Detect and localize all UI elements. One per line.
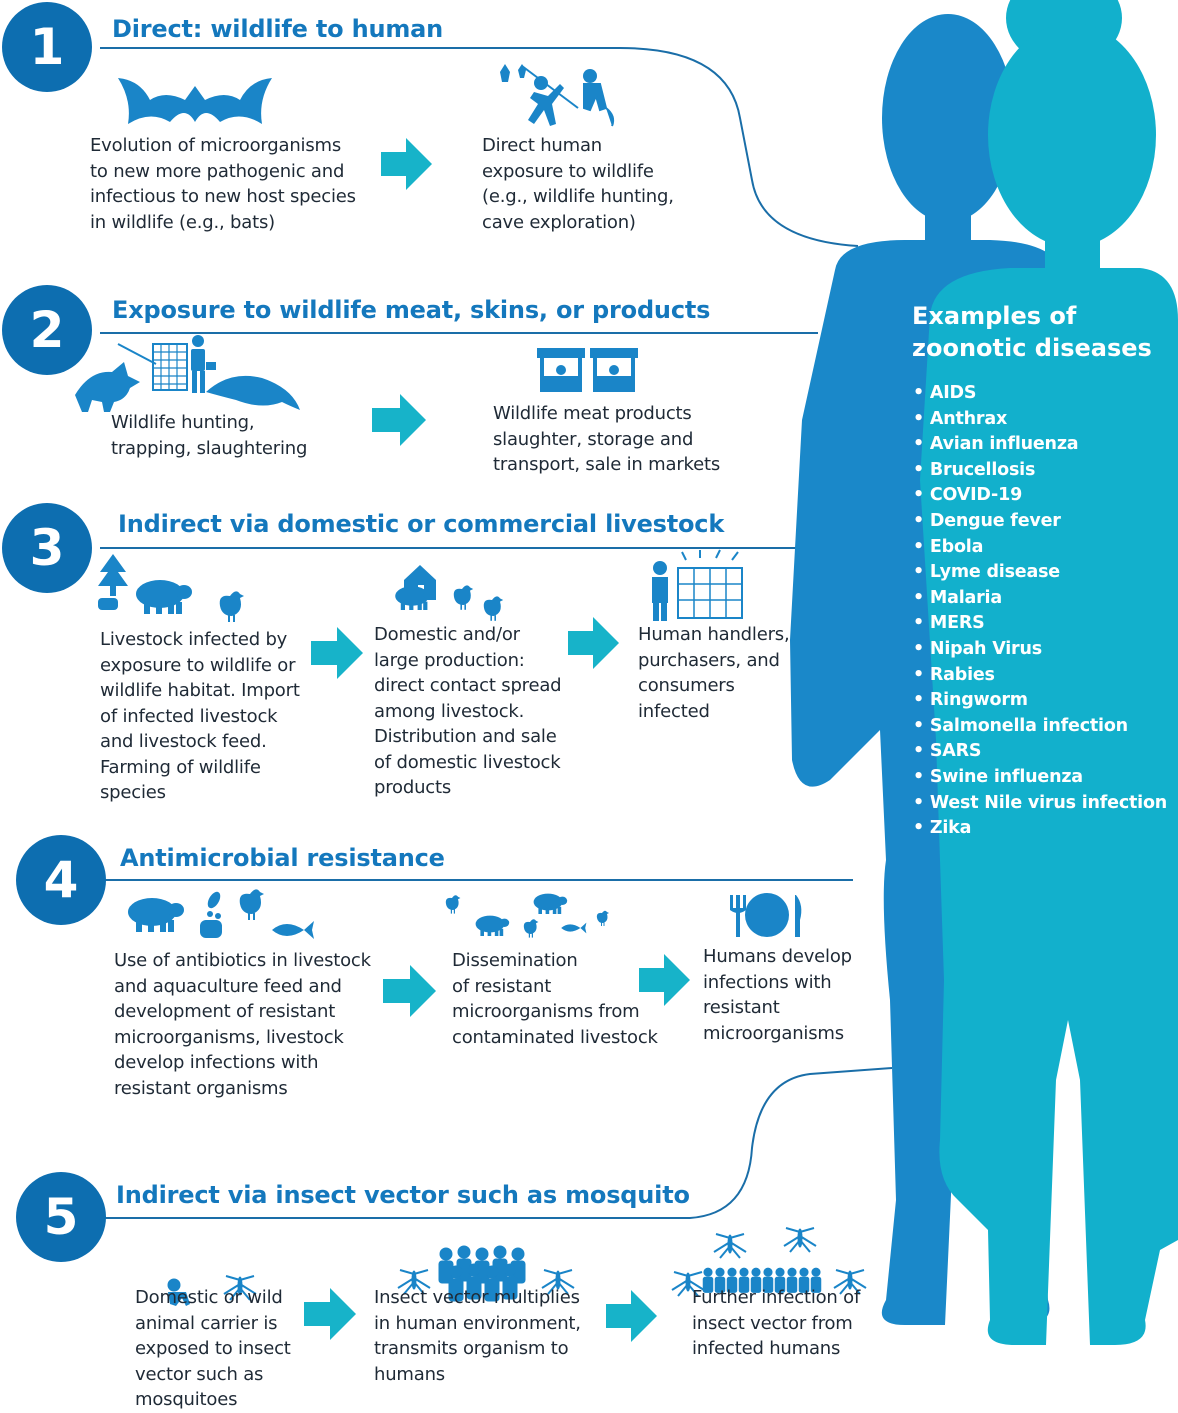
bat-icon [118, 78, 272, 124]
example-item: • AIDS [913, 383, 977, 403]
arrow-2a [372, 394, 426, 446]
pathway-5-step-1-text: Domestic or wild animal carrier is expos… [135, 1287, 291, 1410]
monkey-mosquito-icon [167, 1275, 257, 1306]
example-item: • Anthrax [913, 408, 1008, 429]
example-item: • Salmonella infection [913, 715, 1128, 736]
arrow-3b [568, 617, 619, 669]
arrow-5b [606, 1290, 657, 1342]
example-item: • Rabies [913, 664, 995, 685]
arrow-1a [381, 138, 432, 190]
example-item: • Dengue fever [913, 510, 1061, 531]
barn-pig-chicken-icon [395, 565, 504, 621]
example-item: • Ebola [913, 536, 984, 557]
example-item: • Brucellosis [913, 459, 1036, 480]
example-item: • COVID-19 [913, 485, 1023, 506]
pathway-2-title: Exposure to wildlife meat, skins, or pro… [112, 296, 711, 324]
arrow-5a [304, 1288, 356, 1340]
example-item: • MERS [913, 613, 985, 634]
pathway-2-step-1-text: Wildlife hunting, trapping, slaughtering [111, 412, 308, 459]
pathway-4-number: 4 [16, 835, 106, 925]
pathway-3-step-3-text: Human handlers, purchasers, and consumer… [638, 624, 790, 722]
pathway-3-number: 3 [2, 503, 92, 593]
example-item: • Ringworm [913, 690, 1028, 711]
arrow-3a [311, 627, 363, 679]
examples-list: • AIDS • Anthrax • Avian influenza • Bru… [913, 381, 1167, 842]
pathway-4-step-1-text: Use of antibiotics in livestock and aqua… [114, 950, 371, 1099]
pathway-2-step-2-text: Wildlife meat products slaughter, storag… [493, 403, 721, 475]
pathway-1-number: 1 [2, 2, 92, 92]
pathway-3-title: Indirect via domestic or commercial live… [118, 510, 725, 538]
pathway-5-number: 5 [16, 1172, 106, 1262]
examples-heading: Examples of zoonotic diseases [912, 302, 1152, 362]
pathway-5-title: Indirect via insect vector such as mosqu… [116, 1181, 690, 1209]
pig-pills-hen-fish-icon [128, 889, 314, 939]
hunter-monkey-icon [500, 64, 615, 127]
example-item: • Malaria [913, 587, 1002, 608]
pathway-5-step-2-text: Insect vector multiplies in human enviro… [374, 1287, 581, 1385]
pathway-4-title: Antimicrobial resistance [120, 844, 445, 872]
front-silhouette [920, 0, 1178, 1345]
market-stall-icon [537, 348, 638, 392]
pathway-3-step-1-text: Livestock infected by exposure to wildli… [100, 629, 300, 803]
example-item: • Zika [913, 818, 972, 839]
pathway-1-step-1-text: Evolution of microorganisms to new more … [90, 135, 356, 233]
pathway-2-number: 2 [2, 285, 92, 375]
pathway-1-title: Direct: wildlife to human [112, 15, 444, 43]
arrow-4b [639, 954, 690, 1006]
pathway-3-step-2-text: Domestic and/or large production: direct… [374, 624, 562, 798]
tree-pig-hen-icon [98, 554, 244, 622]
example-item: • West Nile virus infection [913, 792, 1168, 813]
fox-trap-pangolin-icon [75, 335, 300, 412]
pathway-5-step-3-text: Further infection of insect vector from … [692, 1287, 861, 1359]
pathway-1-step-2-text: Direct human exposure to wildlife (e.g.,… [482, 135, 674, 233]
pathway-4-step-3-text: Humans develop infections with resistant… [703, 946, 852, 1044]
example-item: • SARS [913, 741, 982, 762]
example-item: • Avian influenza [913, 434, 1079, 455]
pathway-4-step-2-text: Dissemination of resistant microorganism… [452, 950, 658, 1048]
plate-fork-knife-icon [730, 893, 802, 937]
example-item: • Nipah Virus [913, 638, 1042, 659]
farmer-cages-icon [652, 549, 743, 621]
example-item: • Lyme disease [913, 562, 1060, 583]
example-item: • Swine influenza [913, 766, 1083, 787]
arrow-4a [383, 965, 436, 1017]
